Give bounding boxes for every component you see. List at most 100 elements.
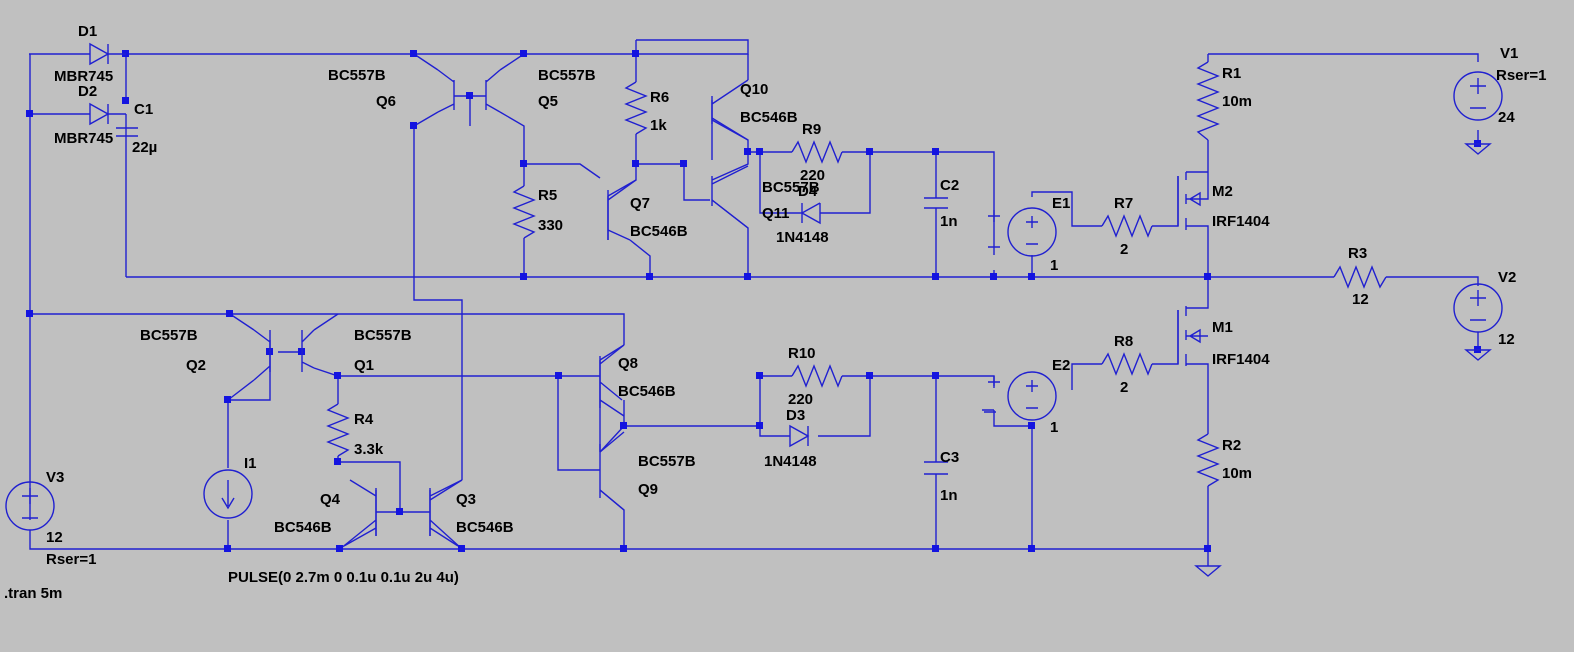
transistor-q11-symbol[interactable] (711, 165, 749, 229)
voltage-source-v3-symbol[interactable] (5, 481, 55, 531)
label-q9-ref: Q9 (638, 481, 658, 498)
resistor-r10-symbol[interactable] (791, 364, 843, 388)
label-v1-value: 24 (1498, 109, 1515, 126)
label-q6-ref: Q6 (376, 93, 396, 110)
capacitor-c1-symbol[interactable] (116, 127, 138, 137)
resistor-r5-symbol[interactable] (512, 185, 536, 239)
label-q3-ref: Q3 (456, 491, 476, 508)
resistor-r3-symbol[interactable] (1333, 265, 1387, 289)
label-q5-value: BC557B (538, 67, 596, 84)
voltage-source-v1-symbol[interactable] (1453, 71, 1503, 121)
transistor-q9-symbol[interactable] (599, 431, 625, 511)
label-d1-ref: D1 (78, 23, 97, 40)
diode-d4-symbol[interactable] (790, 202, 821, 225)
resistor-r4-symbol[interactable] (326, 403, 350, 457)
transistor-q5-symbol[interactable] (485, 69, 501, 113)
label-r3-value: 12 (1352, 291, 1369, 308)
diode-d1-symbol[interactable] (80, 42, 126, 66)
label-i1-value: PULSE(0 2.7m 0 0.1u 0.1u 2u 4u) (228, 569, 459, 586)
resistor-r6-symbol[interactable] (624, 81, 648, 135)
label-v2-value: 12 (1498, 331, 1515, 348)
label-r5-ref: R5 (538, 187, 557, 204)
label-m1-ref: M1 (1212, 319, 1233, 336)
junctions (26, 50, 1481, 552)
transistor-q2-symbol[interactable] (253, 329, 271, 381)
resistor-r8-symbol[interactable] (1101, 352, 1153, 376)
mosfet-m1-symbol[interactable] (1177, 306, 1208, 366)
ground-v1-icon (1464, 143, 1492, 155)
label-q7-value: BC546B (630, 223, 688, 240)
label-q4-ref: Q4 (320, 491, 341, 508)
label-v3-ref: V3 (46, 469, 64, 486)
label-m1-value: IRF1404 (1212, 351, 1270, 368)
label-r4-ref: R4 (354, 411, 374, 428)
transistor-q10-symbol[interactable] (711, 79, 749, 141)
mosfet-m2-symbol[interactable] (1177, 172, 1209, 230)
resistor-r7-symbol[interactable] (1101, 214, 1153, 238)
label-d2-value: MBR745 (54, 130, 113, 147)
label-d3-ref: D3 (786, 407, 805, 424)
label-c2-ref: C2 (940, 177, 959, 194)
label-d3-value: 1N4148 (764, 453, 817, 470)
label-m2-ref: M2 (1212, 183, 1233, 200)
transistor-q1-symbol[interactable] (301, 329, 315, 372)
label-r7-value: 2 (1120, 241, 1128, 258)
label-v3-value: 12 (46, 529, 63, 546)
diode-d3-symbol[interactable] (789, 424, 810, 448)
capacitor-c2-symbol[interactable] (924, 197, 948, 209)
label-v2-ref: V2 (1498, 269, 1516, 286)
label-r1-value: 10m (1222, 93, 1252, 110)
label-m2-value: IRF1404 (1212, 213, 1270, 230)
label-q1-ref: Q1 (354, 357, 374, 374)
voltage-source-v2-symbol[interactable] (1453, 283, 1503, 333)
label-c3-ref: C3 (940, 449, 959, 466)
capacitor-c3-symbol[interactable] (924, 461, 948, 475)
label-v3-extra: Rser=1 (46, 551, 96, 568)
label-q4-value: BC546B (274, 519, 332, 536)
label-q2-ref: Q2 (186, 357, 206, 374)
resistor-r9-symbol[interactable] (791, 140, 843, 164)
label-e2-ref: E2 (1052, 357, 1070, 374)
labels: D1 MBR745 D2 MBR745 C1 22µ BC557B Q6 BC5… (4, 23, 1546, 602)
label-r7-ref: R7 (1114, 195, 1133, 212)
label-q6-value: BC557B (328, 67, 386, 84)
label-e1-ref: E1 (1052, 195, 1070, 212)
label-r8-value: 2 (1120, 379, 1128, 396)
label-d4-ref: D4 (798, 183, 818, 200)
label-q8-value: BC546B (618, 383, 676, 400)
label-d4-value: 1N4148 (776, 229, 829, 246)
label-r6-value: 1k (650, 117, 667, 134)
label-e2-value: 1 (1050, 419, 1058, 436)
transistor-q7-symbol[interactable] (607, 179, 637, 241)
diode-d2-symbol[interactable] (80, 102, 126, 126)
label-c3-value: 1n (940, 487, 958, 504)
vcvs-e1-symbol[interactable] (988, 207, 1057, 257)
label-q3-value: BC546B (456, 519, 514, 536)
label-r3-ref: R3 (1348, 245, 1367, 262)
label-r9-ref: R9 (802, 121, 821, 138)
label-r1-ref: R1 (1222, 65, 1241, 82)
spice-directive[interactable]: .tran 5m (4, 585, 62, 602)
label-q2-value: BC557B (140, 327, 198, 344)
resistor-r1-symbol[interactable] (1196, 61, 1220, 141)
ground-v2-icon (1464, 349, 1492, 361)
label-q11-ref: Q11 (762, 205, 790, 222)
wires (29, 39, 1479, 566)
transistor-q6-symbol[interactable] (437, 69, 455, 113)
transistor-q4-symbol[interactable] (343, 479, 377, 547)
label-q10-ref: Q10 (740, 81, 768, 98)
label-q9-value: BC557B (638, 453, 696, 470)
current-source-i1-symbol[interactable] (203, 469, 253, 519)
resistor-r2-symbol[interactable] (1196, 433, 1220, 487)
transistor-q8-symbol[interactable] (599, 344, 625, 417)
label-c2-value: 1n (940, 213, 958, 230)
vcvs-e2-symbol[interactable] (984, 371, 1057, 421)
transistor-q3-symbol[interactable] (429, 479, 463, 547)
label-q8-ref: Q8 (618, 355, 638, 372)
label-c1-value: 22µ (132, 139, 157, 156)
label-r2-value: 10m (1222, 465, 1252, 482)
label-d2-ref: D2 (78, 83, 97, 100)
label-q11-value: BC557B (762, 179, 820, 196)
label-q7-ref: Q7 (630, 195, 650, 212)
